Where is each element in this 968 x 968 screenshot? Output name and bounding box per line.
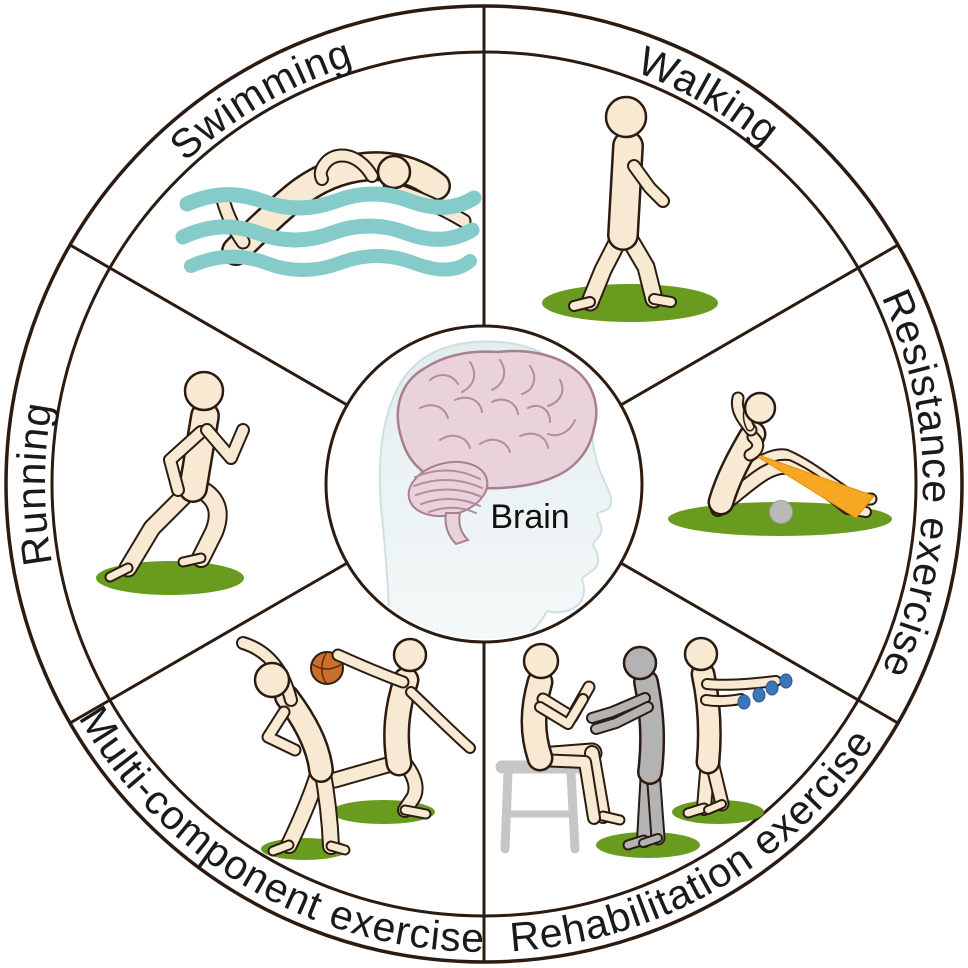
therapist-head <box>622 645 658 681</box>
swimmer-head <box>376 154 412 190</box>
dumbbells-icon <box>737 673 793 710</box>
multi-component-scene-icon <box>236 636 476 860</box>
dumbbell-person-head <box>683 636 719 672</box>
grass-ground-icon <box>542 284 718 322</box>
therapist-figure <box>586 645 666 851</box>
center-circle <box>324 324 644 644</box>
rehabilitation-scene-icon <box>495 636 793 858</box>
cerebellum-icon <box>407 460 489 546</box>
walker-head <box>604 95 648 139</box>
patient-head <box>522 642 560 680</box>
dumbbell-person-figure <box>682 636 793 819</box>
stretching-person-icon <box>236 636 351 857</box>
basketball-player-head <box>392 637 428 673</box>
walking-person-icon <box>542 95 718 322</box>
runner-head <box>183 370 225 412</box>
water-waves-icon <box>175 186 482 277</box>
swimmer-icon <box>175 148 482 277</box>
resistance-band-person-icon <box>668 391 892 536</box>
sector-label-running: Running <box>8 399 60 569</box>
runner-icon <box>96 370 250 595</box>
stretching-person-head <box>253 661 291 699</box>
svg-text:Running: Running <box>8 399 61 569</box>
resistance-band-icon <box>749 451 875 519</box>
basketball-player-icon <box>310 637 476 820</box>
center-circle-group: Brain <box>324 324 644 644</box>
sector-divider-lines <box>69 6 899 962</box>
exercise-ball-icon <box>769 500 793 524</box>
brain-icon <box>396 349 598 546</box>
patient-figure <box>520 642 626 826</box>
resistance-person-head <box>743 391 777 425</box>
center-brain-label: Brain <box>490 498 569 536</box>
